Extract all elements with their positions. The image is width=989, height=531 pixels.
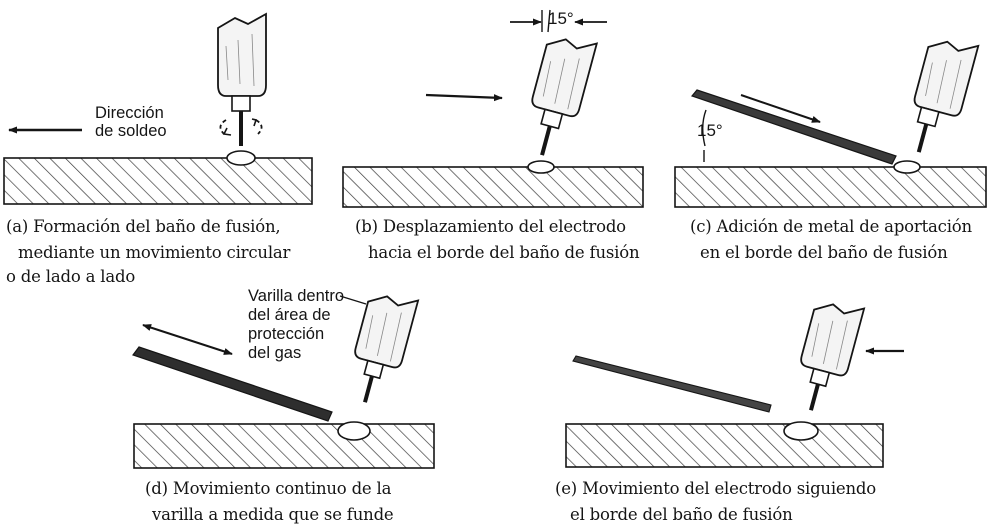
caption-c-line-1: (c) Adición de metal de aportación [690, 217, 972, 236]
filler-rod [690, 89, 897, 165]
feed-direction-arrow [740, 94, 821, 123]
filler-rod [572, 355, 772, 413]
base-metal-plate [3, 157, 313, 205]
caption-c-line-2: en el borde del baño de fusión [700, 243, 948, 262]
base-metal-plate [565, 423, 884, 468]
circular-motion-icon [219, 118, 263, 136]
panel-a [3, 12, 313, 205]
panel-b [342, 9, 644, 208]
caption-a-line-1: (a) Formación del baño de fusión, [6, 217, 281, 236]
weld-pool [893, 160, 921, 174]
base-metal-plate [342, 166, 644, 208]
weld-pool [226, 150, 256, 166]
angle-indicator [702, 109, 707, 162]
travel-direction-arrow [425, 93, 503, 102]
caption-d-line-2: varilla a medida que se funde [152, 505, 394, 524]
welding-direction-label-line-1: Dirección [95, 104, 164, 122]
torch-tilted [800, 303, 866, 411]
label-leader-line [339, 295, 367, 305]
panel-e [565, 303, 904, 468]
caption-e-line-1: (e) Movimiento del electrodo siguiendo [555, 479, 877, 498]
rod-label-line-2: del área de [248, 306, 331, 324]
torch-tilted [354, 295, 420, 403]
torch-tilted [531, 38, 599, 156]
rod-label-line-1: Varilla dentro [248, 287, 344, 305]
welding-direction-label-line-2: de soldeo [95, 122, 167, 140]
base-metal-plate [133, 423, 435, 469]
rod-label-line-3: protección [248, 325, 325, 343]
caption-d-line-1: (d) Movimiento continuo de la [145, 479, 392, 498]
panel-d [132, 295, 435, 469]
torch [217, 12, 267, 146]
caption-e-line-2: el borde del baño de fusión [570, 505, 793, 524]
angle-indicator [510, 9, 607, 33]
weld-pool [527, 160, 555, 174]
caption-a-line-2: mediante un movimiento circular [18, 243, 291, 262]
angle-label-b: 15° [548, 9, 574, 28]
caption-a-line-3: o de lado a lado [6, 267, 136, 286]
torch-tilted [913, 40, 980, 153]
filler-rod [132, 346, 333, 422]
back-and-forth-arrow [142, 324, 233, 355]
caption-b-line-1: (b) Desplazamiento del electrodo [355, 217, 626, 236]
caption-b-line-2: hacia el borde del baño de fusión [368, 243, 640, 262]
weld-pool [337, 421, 371, 441]
angle-label-c: 15° [697, 121, 723, 140]
base-metal-plate [674, 166, 987, 208]
panel-c [674, 40, 987, 208]
rod-label-line-4: del gas [248, 344, 302, 362]
weld-pool [783, 421, 819, 441]
